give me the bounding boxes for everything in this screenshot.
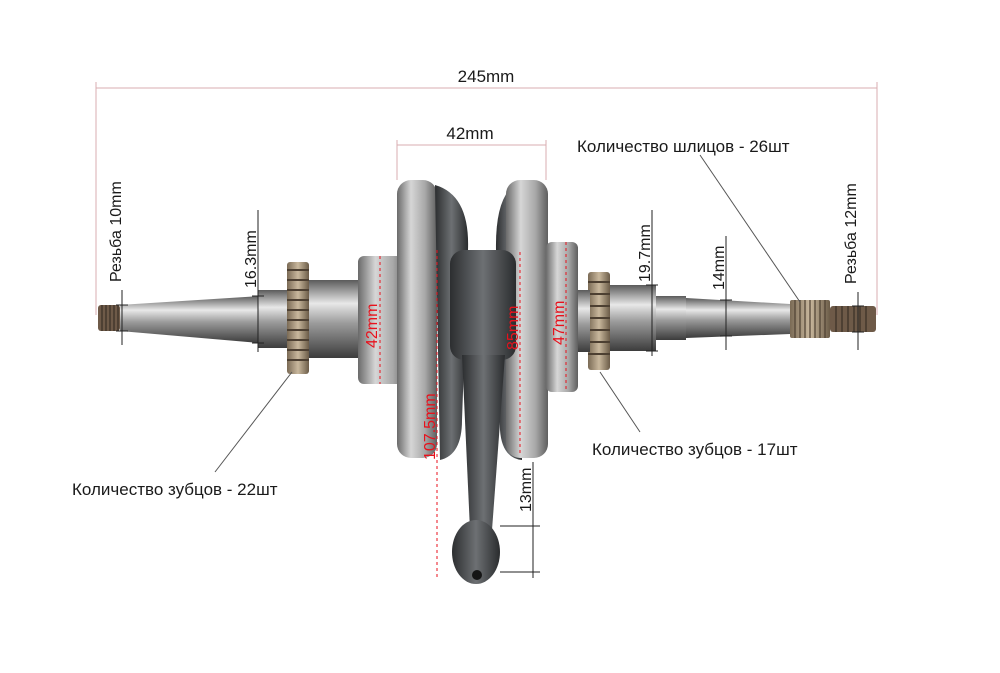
left-journal-label: 42mm xyxy=(364,304,381,348)
left-gear xyxy=(287,262,309,374)
splines-callout-label: Количество шлицов - 26шт xyxy=(577,137,790,156)
right-thread-dimension: Резьба 12mm xyxy=(843,183,864,350)
teeth-right-callout: Количество зубцов - 17шт xyxy=(592,371,798,459)
center-distance-label: 107.5mm xyxy=(422,393,439,460)
left-journal-dimension: 42mm xyxy=(364,256,381,384)
overall-length-dimension: 245mm xyxy=(95,67,878,315)
right-shaft-diameter-a-label: 19.7mm xyxy=(637,224,654,282)
overall-length-label: 245mm xyxy=(458,67,515,86)
right-journal-label: 47mm xyxy=(551,301,568,345)
center-distance-dimension: 107.5mm xyxy=(422,250,439,580)
splines-callout: Количество шлицов - 26шт xyxy=(577,137,801,303)
teeth-right-callout-label: Количество зубцов - 17шт xyxy=(592,440,798,459)
right-shaft-diameter-b-dimension: 14mm xyxy=(711,236,732,350)
left-shaft-diameter-dimension: 16.3mm xyxy=(243,210,264,352)
right-journal-dimension: 47mm xyxy=(551,242,568,392)
rod-height-label: 85mm xyxy=(505,306,522,350)
right-thread-label: Резьба 12mm xyxy=(843,183,860,284)
left-thread-dimension: Резьба 10mm xyxy=(108,181,128,345)
right-shaft-diameter-a-dimension: 19.7mm xyxy=(637,210,658,356)
connecting-rod xyxy=(450,250,516,584)
disc-width-dimension: 42mm xyxy=(396,124,547,180)
right-shaft-diameter-b-label: 14mm xyxy=(711,246,728,290)
left-shaft xyxy=(98,280,367,358)
disc-width-label: 42mm xyxy=(446,124,493,143)
left-shaft-diameter-label: 16.3mm xyxy=(243,230,260,288)
small-end-dimension: 13mm xyxy=(500,462,540,578)
right-gear xyxy=(588,272,610,370)
right-journal xyxy=(546,242,578,392)
small-end-label: 13mm xyxy=(518,468,535,512)
left-journal xyxy=(358,256,408,384)
teeth-left-callout-label: Количество зубцов - 22шт xyxy=(72,480,278,499)
rod-height-dimension: 85mm xyxy=(505,252,522,455)
teeth-left-callout: Количество зубцов - 22шт xyxy=(72,371,293,499)
right-shaft xyxy=(578,285,876,352)
left-thread-label: Резьба 10mm xyxy=(108,181,125,282)
